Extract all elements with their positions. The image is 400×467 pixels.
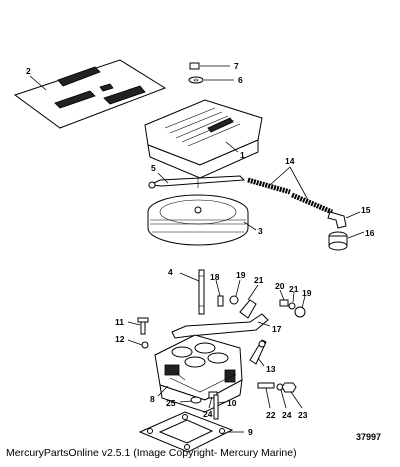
callout-4: 4 bbox=[168, 267, 173, 277]
callout-12: 12 bbox=[115, 334, 125, 344]
callout-21: 21 bbox=[254, 275, 264, 285]
callout-19: 19 bbox=[302, 288, 312, 298]
callout-9: 9 bbox=[248, 427, 253, 437]
carburetor[interactable] bbox=[154, 334, 243, 413]
choke-bracket[interactable] bbox=[171, 299, 269, 339]
callout-14: 14 bbox=[285, 156, 295, 166]
choke-hardware[interactable] bbox=[217, 295, 306, 318]
throttle-bracket[interactable] bbox=[141, 341, 149, 349]
callout-21: 21 bbox=[289, 284, 299, 294]
callout-2: 2 bbox=[26, 66, 31, 76]
callout-20: 20 bbox=[275, 281, 285, 291]
callout-23: 23 bbox=[298, 410, 308, 420]
decal-sheet[interactable] bbox=[13, 59, 167, 129]
callout-24: 24 bbox=[203, 409, 213, 419]
callout-5: 5 bbox=[151, 163, 156, 173]
callout-17: 17 bbox=[272, 324, 282, 334]
carb-base-gasket[interactable] bbox=[138, 411, 234, 453]
callout-24: 24 bbox=[282, 410, 292, 420]
callout-1: 1 bbox=[240, 150, 245, 160]
carb-washer[interactable] bbox=[190, 396, 202, 404]
callout-8: 8 bbox=[150, 394, 155, 404]
callout-16: 16 bbox=[365, 228, 375, 238]
copyright-footer: MercuryPartsOnline v2.5.1 (Image Copyrig… bbox=[6, 447, 297, 459]
callout-25: 25 bbox=[166, 398, 176, 408]
callout-6: 6 bbox=[238, 75, 243, 85]
grommet[interactable] bbox=[328, 231, 348, 251]
elbow-fitting[interactable] bbox=[327, 211, 347, 229]
choke-thermostat[interactable] bbox=[249, 339, 267, 365]
crankcase-vent-hoses[interactable] bbox=[247, 177, 333, 215]
flame-arrestor-cover[interactable] bbox=[144, 99, 263, 179]
stud[interactable] bbox=[198, 269, 205, 315]
screw[interactable] bbox=[137, 317, 149, 335]
fuel-inlet-hardware[interactable] bbox=[257, 382, 297, 393]
flame-arrestor[interactable] bbox=[147, 194, 249, 246]
washer[interactable] bbox=[188, 76, 204, 84]
bracket[interactable] bbox=[148, 175, 246, 189]
callout-15: 15 bbox=[361, 205, 371, 215]
callout-7: 7 bbox=[234, 61, 239, 71]
drawing-number: 37997 bbox=[356, 432, 381, 442]
callout-19: 19 bbox=[236, 270, 246, 280]
leader-lines bbox=[29, 65, 365, 433]
flame-arrestor-nut[interactable] bbox=[189, 62, 200, 70]
callout-18: 18 bbox=[210, 272, 220, 282]
callout-3: 3 bbox=[258, 226, 263, 236]
callout-10: 10 bbox=[227, 398, 237, 408]
callout-13: 13 bbox=[266, 364, 276, 374]
callout-11: 11 bbox=[115, 317, 124, 327]
callout-labels: 2 7 6 1 14 5 15 16 3 4 19 21 20 21 19 18… bbox=[26, 61, 381, 442]
callout-22: 22 bbox=[266, 410, 276, 420]
carb-stud[interactable] bbox=[213, 394, 219, 420]
